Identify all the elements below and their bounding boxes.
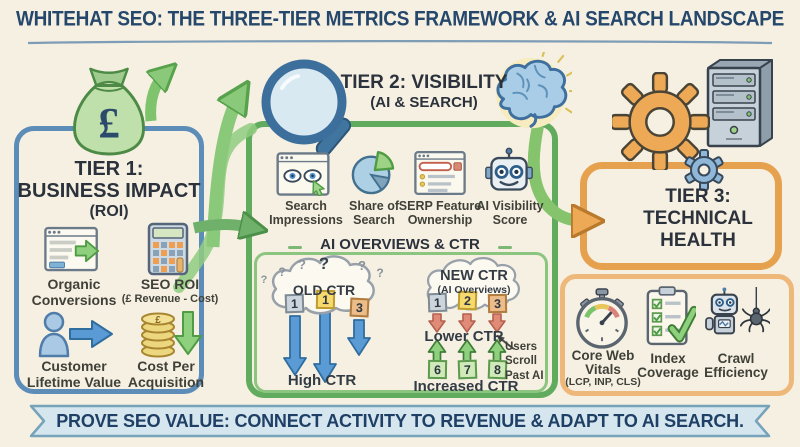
metric-label-core-web-vitals: Core Web Vitals: [571, 348, 635, 378]
pound-symbol: £: [98, 100, 120, 147]
magnifier-icon: [261, 59, 352, 157]
metric-label-ai-visibility: AI Visibility Score: [476, 199, 544, 227]
browser-conversion-icon: [44, 226, 100, 272]
rank-box: 3: [349, 297, 370, 318]
new-ctr-cloud-label: NEW CTR: [440, 268, 508, 284]
tier1-to-tier2-arrow: [206, 95, 240, 248]
footer-ribbon: [29, 404, 771, 438]
coin-pound-symbol: £: [155, 315, 161, 326]
metric-sublabel-seo-roi: (£ Revenue - Cost): [121, 293, 219, 305]
old-ctr-cloud-label: OLD CTR: [292, 282, 356, 298]
brain-icon: [495, 52, 572, 129]
calculator-icon: [147, 222, 189, 276]
metric-label-crawl-efficiency: Crawl Efficiency: [704, 351, 768, 381]
metric-label-cpa: Cost Per Acquisition: [127, 358, 205, 390]
tier1-subheading: (ROI): [89, 203, 129, 220]
title-underline: [27, 40, 773, 45]
tier3-heading: TIER 3: TECHNICAL HEALTH: [643, 186, 753, 251]
new-ctr-cloud-sublabel: (AI Overviews): [437, 284, 511, 296]
customer-arrow-icon: [38, 311, 113, 358]
money-bag-icon: £: [73, 67, 145, 156]
core-web-vitals-stopwatch-icon: [576, 288, 628, 349]
footer-banner-text: PROVE SEO VALUE: CONNECT ACTIVITY TO REV…: [56, 411, 744, 431]
tier2-heading: TIER 2: VISIBILITY: [340, 72, 508, 93]
title-dash-left: [288, 246, 302, 249]
coins-down-icon: £: [141, 311, 202, 358]
ai-overviews-panel: [254, 252, 548, 393]
server-icon: [706, 59, 773, 148]
rank-box: 6: [427, 359, 448, 380]
users-scroll-annotation: Users Scroll Past AI: [505, 341, 544, 382]
tier1-heading: TIER 1: BUSINESS IMPACT: [17, 158, 201, 202]
rank-box: 7: [457, 359, 478, 380]
question-mark: ?: [318, 254, 330, 273]
tier2-subheading: (AI & SEARCH): [370, 94, 478, 111]
question-mark: ?: [260, 274, 268, 286]
metric-label-customer-ltv: Customer Lifetime Value: [26, 358, 122, 390]
metric-label-seo-roi: SEO ROI: [140, 276, 200, 292]
crawl-efficiency-robot-spider-icon: [705, 287, 770, 335]
ai-overviews-title: AI OVERVIEWS & CTR: [320, 236, 480, 253]
share-of-search-pie-icon: [351, 150, 395, 195]
question-mark: ?: [358, 258, 366, 273]
serp-feature-icon: [414, 150, 466, 196]
gear-icon: [612, 72, 710, 170]
metric-label-share-of-search: Share of Search: [348, 199, 399, 227]
question-mark: ?: [298, 257, 306, 272]
metric-label-index-coverage: Index Coverage: [637, 351, 699, 381]
metric-label-search-impressions: Search Impressions: [269, 199, 343, 227]
question-mark: ?: [376, 266, 384, 280]
ai-robot-icon: [485, 147, 533, 191]
high-ctr-caption: High CTR: [287, 372, 357, 389]
tier3-metrics-panel: [560, 274, 794, 396]
metric-label-serp-ownership: SERP Feature Ownership: [398, 199, 482, 227]
infographic-title: WHITEHAT SEO: THE THREE-TIER METRICS FRA…: [15, 7, 785, 32]
metric-sublabel-core-web-vitals: (LCP, INP, CLS): [565, 376, 641, 388]
index-coverage-clipboard-icon: [646, 286, 696, 346]
question-mark: ?: [278, 265, 286, 279]
search-impressions-icon: [276, 152, 330, 196]
metric-label-organic-conversions: Organic Conversions: [31, 276, 117, 308]
small-gear-icon: [684, 149, 724, 191]
increased-ctr-caption: Increased CTR: [413, 378, 519, 395]
title-dash-right: [498, 246, 512, 249]
